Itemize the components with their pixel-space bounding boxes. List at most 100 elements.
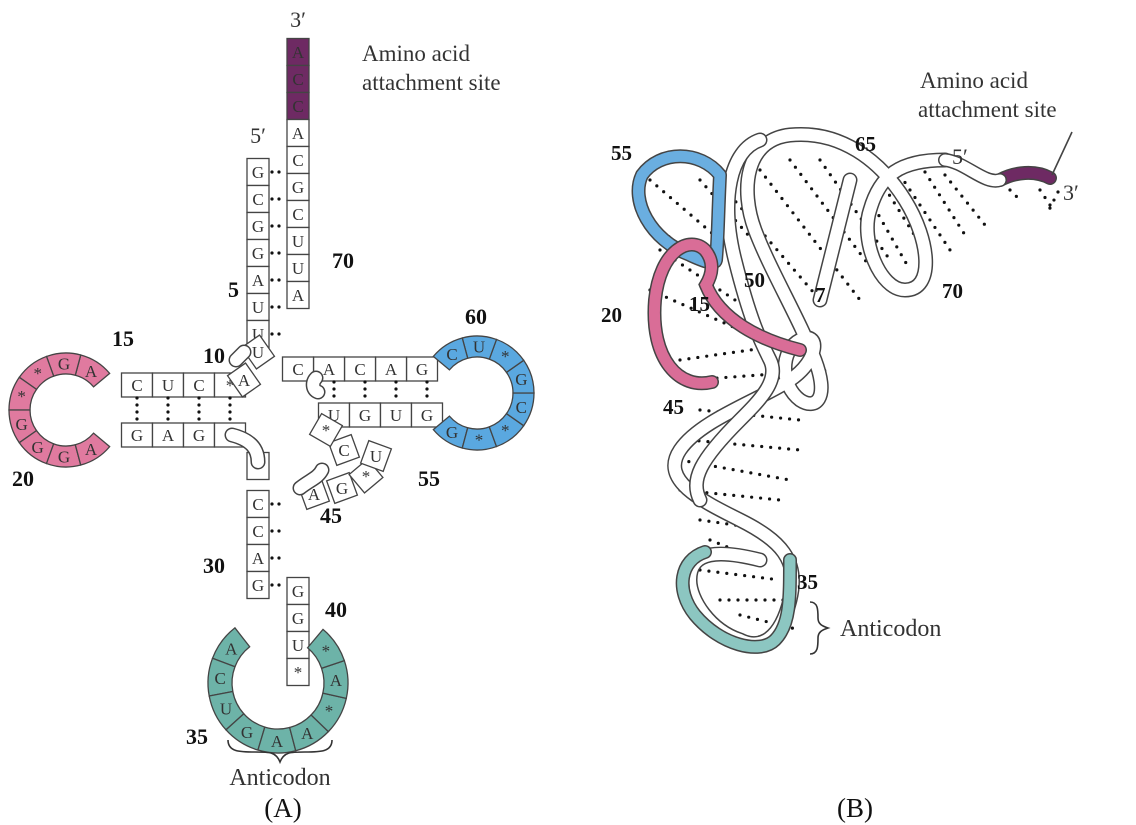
anticodon-stem-base-pairs <box>272 504 285 585</box>
t-loop-base: * <box>501 421 510 440</box>
site-label-b-line1: Amino acid <box>920 68 1028 93</box>
d-loop-base: A <box>85 362 98 381</box>
acceptor-5prime-base: A <box>252 271 265 290</box>
panel-b-3d-structure: Amino acid attachment site 5′ 3′ 55 65 5… <box>601 68 1079 823</box>
variable-loop-base: G <box>336 479 348 498</box>
acceptor-3prime-base: C <box>292 151 303 170</box>
acceptor-3prime-base: A <box>292 286 305 305</box>
anticodon-stem-3prime-base: U <box>292 636 304 655</box>
anticodon-loop-base: U <box>220 700 232 719</box>
anticodon-brace-b <box>810 602 828 654</box>
anticodon-stem-3prime-strand: GGU* <box>287 578 309 686</box>
anticodon-stem-5prime-strand: CCAG <box>247 491 269 599</box>
site-label-a-line1: Amino acid <box>362 41 470 66</box>
acceptor-5prime-base: U <box>252 298 264 317</box>
five-prime-label-a: 5′ <box>250 123 266 148</box>
t-loop-base: G <box>446 423 458 442</box>
position-number: 70 <box>942 279 963 303</box>
acceptor-tail: ACC <box>287 39 309 120</box>
d-stem-top-base: C <box>193 376 204 395</box>
position-number: 15 <box>112 326 134 351</box>
position-number: 35 <box>186 724 208 749</box>
anticodon-stem-3prime-base: G <box>292 582 304 601</box>
acceptor-5prime-base: C <box>252 190 263 209</box>
d-stem-top-base: C <box>131 376 142 395</box>
t-stem-top-base: C <box>354 360 365 379</box>
linker-base: A <box>238 371 251 390</box>
position-number: 70 <box>332 248 354 273</box>
three-prime-label-b: 3′ <box>1063 180 1079 205</box>
anticodon-label-b: Anticodon <box>840 616 941 642</box>
position-number: 55 <box>611 141 632 165</box>
acceptor-3prime-base: A <box>292 124 305 143</box>
t-stem-base-pairs <box>334 382 427 402</box>
variable-loop-base: C <box>338 441 349 460</box>
t-stem-top-base: C <box>292 360 303 379</box>
d-loop-base: G <box>32 438 44 457</box>
acceptor-base-pairs <box>272 172 285 334</box>
position-number: 10 <box>203 343 225 368</box>
d-stem-bottom-base: A <box>162 426 175 445</box>
five-prime-label-b: 5′ <box>952 144 968 169</box>
position-number: 65 <box>855 132 876 156</box>
t-loop-base: C <box>516 398 527 417</box>
panel-b-site-pointer <box>1052 132 1072 175</box>
position-number: 5 <box>228 277 239 302</box>
anticodon-stem-5prime-base: C <box>252 522 263 541</box>
d-stem-bottom-base: G <box>193 426 205 445</box>
position-number: 20 <box>12 466 34 491</box>
position-number: 15 <box>689 292 710 316</box>
anticodon-stem-3prime-base: G <box>292 609 304 628</box>
t-loop-base: U <box>473 338 485 357</box>
t-loop-base: * <box>501 347 510 366</box>
anticodon-loop-base: * <box>322 641 331 660</box>
t-stem-top-base: A <box>385 360 398 379</box>
t-stem-bottom-base: G <box>359 406 371 425</box>
acceptor-3prime-base: C <box>292 205 303 224</box>
position-number: 50 <box>744 268 765 292</box>
t-loop-base: C <box>446 345 457 364</box>
variable-loop-base: * <box>322 421 331 440</box>
position-number: 35 <box>797 570 818 594</box>
position-number: 40 <box>325 597 347 622</box>
acceptor-tail-base: C <box>292 70 303 89</box>
t-stem-top-base: G <box>416 360 428 379</box>
position-number: 30 <box>203 553 225 578</box>
position-number: 20 <box>601 303 622 327</box>
d-stem-bottom-base: G <box>131 426 143 445</box>
t-stem-bottom-base: G <box>421 406 433 425</box>
position-number: 55 <box>418 466 440 491</box>
anticodon-stem-5prime-base: C <box>252 495 263 514</box>
acceptor-tail-base: A <box>292 43 305 62</box>
anticodon-loop-base: C <box>215 669 226 688</box>
t-loop: G**CG*UC <box>433 336 534 450</box>
t-loop-base: G <box>515 370 527 389</box>
acceptor-tail-base: C <box>292 97 303 116</box>
position-number: 60 <box>465 304 487 329</box>
d-loop-base: G <box>58 447 70 466</box>
three-prime-label-a: 3′ <box>290 7 306 32</box>
anticodon-loop-base: A <box>330 671 343 690</box>
caption-b: (B) <box>837 793 873 823</box>
variable-loop-base: * <box>362 467 371 486</box>
position-number: 7 <box>815 283 826 307</box>
anticodon-loop-base: G <box>241 723 253 742</box>
t-loop-base: * <box>475 430 484 449</box>
position-number: 45 <box>320 503 342 528</box>
site-label-b-line2: attachment site <box>918 97 1057 122</box>
acceptor-5prime-base: G <box>252 163 264 182</box>
anticodon-stem-5prime-base: A <box>252 549 265 568</box>
d-loop-base: * <box>33 364 42 383</box>
d-stem-top-base: U <box>162 376 174 395</box>
d-loop-base: A <box>85 440 98 459</box>
site-label-a-line2: attachment site <box>362 70 501 95</box>
d-loop-base: * <box>17 387 26 406</box>
position-number: 45 <box>663 395 684 419</box>
